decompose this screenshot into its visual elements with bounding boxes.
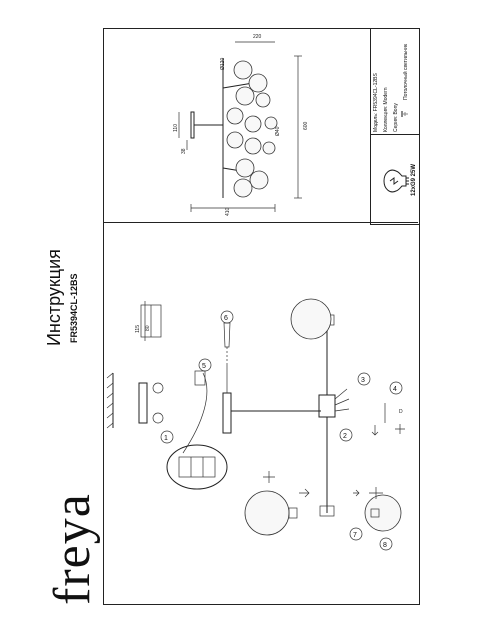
dim-w410: 410 (225, 207, 231, 216)
dim-h600: 600 (303, 121, 309, 130)
svg-text:7: 7 (353, 532, 357, 539)
step-8: 8 (379, 537, 393, 551)
svg-text:1: 1 (164, 435, 168, 442)
page-title: Инструкция (44, 249, 64, 346)
dimension-drawing: 410 600 220 Ø120 Ø40 110 38 (173, 34, 309, 216)
step-6: 6 (220, 310, 234, 324)
spec-row-series: Серия: Bony (393, 103, 399, 132)
section-divider (103, 222, 418, 223)
assembly-drawing: 1 2 3 4 5 6 7 8 D 115 80 (106, 298, 405, 551)
bulb-box (370, 134, 420, 225)
mount-dim-80: 80 (145, 325, 151, 331)
step-5: 5 (198, 358, 212, 372)
bulb-spec: 12xG9 25W (411, 163, 417, 196)
dim-w220: 220 (253, 34, 262, 40)
letter-d: D (399, 409, 403, 415)
svg-text:5: 5 (202, 363, 206, 370)
dim-h38: 38 (181, 148, 187, 154)
spec-box (370, 28, 420, 137)
svg-text:4: 4 (393, 386, 397, 393)
dim-d120: Ø120 (220, 58, 226, 70)
brand-logo: freya (44, 493, 101, 605)
step-4: 4 (389, 381, 403, 395)
step-1: 1 (160, 430, 174, 444)
mount-dim-115: 115 (135, 325, 141, 333)
bulb-icon (378, 164, 412, 198)
step-2: 2 (339, 428, 353, 442)
dim-d40: Ø40 (275, 126, 281, 136)
svg-text:6: 6 (224, 315, 228, 322)
spec-row-model: Модель: FR5394CL-12BS (373, 73, 379, 132)
svg-text:8: 8 (383, 542, 387, 549)
dim-h110: 110 (173, 124, 179, 132)
spec-row-collection: Коллекция: Modern (383, 87, 389, 132)
ceiling-lamp-icon (400, 106, 410, 117)
step-3: 3 (357, 372, 371, 386)
model-code: FR5394CL-12BS (69, 273, 79, 343)
svg-text:2: 2 (343, 433, 347, 440)
spec-row-type: Потолочный светильник (403, 43, 409, 100)
step-7: 7 (349, 527, 363, 541)
svg-text:3: 3 (361, 377, 365, 384)
